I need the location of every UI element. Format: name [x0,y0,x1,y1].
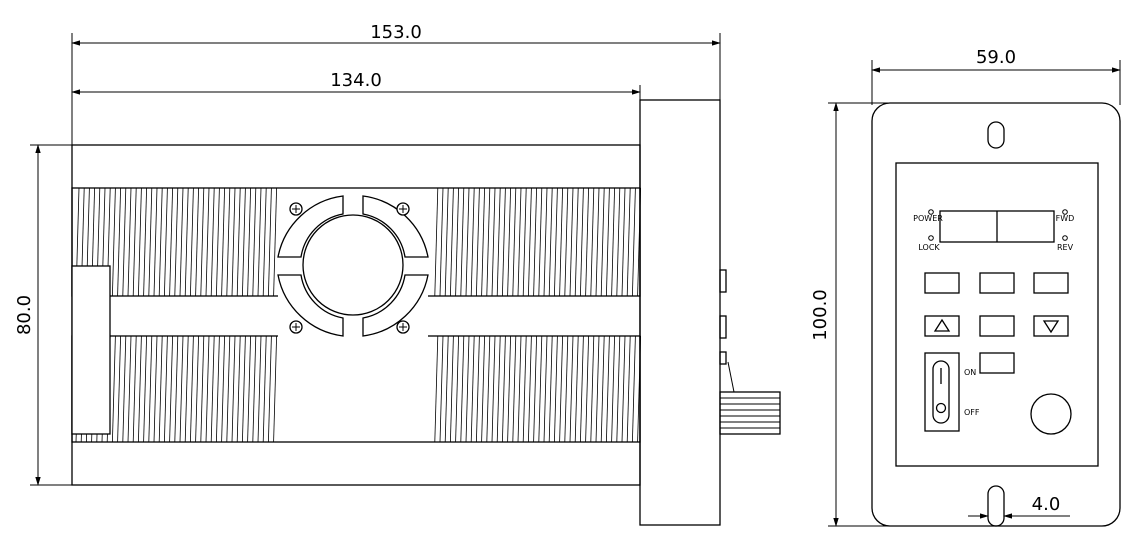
speed-knob[interactable] [1030,393,1072,435]
dimension-front-height: 100.0 [810,289,831,341]
side-view: 153.0 134.0 80.0 [14,22,781,526]
up-button[interactable] [924,315,960,337]
end-cap-block [71,265,111,435]
label-fwd: FWD [1056,214,1075,223]
label-lock: LOCK [918,243,940,252]
triangle-down-icon [1042,320,1060,334]
triangle-up-icon [933,318,951,332]
flange-tab [719,315,727,339]
down-button[interactable] [1033,315,1069,337]
flange-tab [719,351,727,365]
front-view: 59.0 100.0 4.0 POWER LOCK FWD REV [810,47,1121,527]
power-led-icon [928,209,934,215]
fin-lines-lower [75,335,641,443]
screw-icon [396,202,410,216]
screw-icon [396,320,410,334]
mounting-slot-bottom [987,485,1005,527]
label-off: OFF [964,408,980,417]
panel-button-center[interactable] [979,315,1015,337]
fin-lines-upper [75,187,641,297]
dimension-slot-width: 4.0 [1032,494,1061,515]
panel-button-2[interactable] [979,272,1015,294]
mounting-flange [639,99,721,526]
power-switch-housing [924,352,960,432]
power-switch-rocker[interactable] [932,360,950,424]
panel-button-3[interactable] [1033,272,1069,294]
screw-icon [289,202,303,216]
panel-button-lower[interactable] [979,352,1015,374]
label-rev: REV [1057,243,1074,252]
label-on: ON [964,368,976,377]
shaft-teeth [720,397,780,429]
mounting-slot-top [987,121,1005,149]
label-power: POWER [913,214,943,223]
front-plate [871,102,1121,527]
shaft-taper [727,361,735,393]
dimension-body-length: 134.0 [330,70,382,91]
flange-tab [719,269,727,293]
panel-button-1[interactable] [924,272,960,294]
dimension-overall-length: 153.0 [370,22,422,43]
dimension-side-height: 80.0 [14,295,35,335]
output-shaft [719,391,781,435]
lock-led-icon [928,235,934,241]
control-panel [895,162,1099,467]
switch-off-mark-icon [935,402,947,414]
screw-icon [289,320,303,334]
rev-led-icon [1062,235,1068,241]
dimension-front-width: 59.0 [976,47,1016,68]
fwd-led-icon [1062,209,1068,215]
